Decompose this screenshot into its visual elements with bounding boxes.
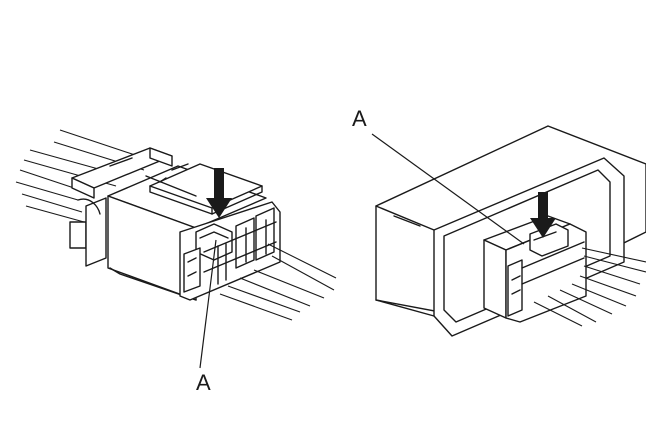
left-side-latch	[69, 197, 107, 267]
right-press-arrow-icon	[530, 192, 556, 238]
left-press-arrow-icon	[206, 168, 232, 218]
right-connector-assembly: A	[352, 106, 646, 337]
left-front-wire-bundle	[219, 243, 337, 321]
left-housing-body	[107, 163, 267, 301]
right-wire-bundle	[533, 247, 646, 327]
right-callout-label: A	[352, 106, 367, 131]
left-front-face	[179, 201, 281, 301]
left-callout-leader	[199, 239, 217, 369]
left-connector-assembly: A	[15, 129, 337, 395]
left-back-cap	[71, 147, 173, 199]
right-callout-leader	[371, 133, 525, 245]
left-callout-label: A	[196, 370, 211, 395]
